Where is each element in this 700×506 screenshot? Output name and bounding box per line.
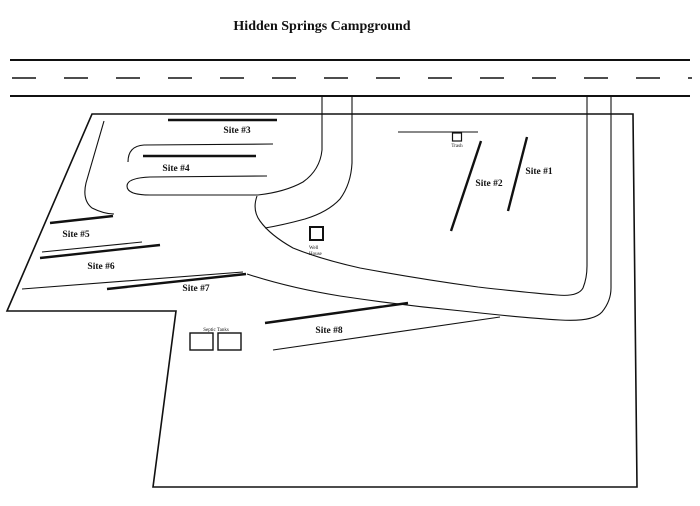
site-1-pad [506,136,529,212]
septic-tank-2-square [217,332,242,351]
site-7-driveway-line [21,271,244,290]
site-8-label: Site #8 [315,326,342,336]
site-7-pad [106,272,247,291]
septic-tanks-label: Septic Tanks [203,328,229,333]
site-6-driveway-line [41,241,143,253]
site-5-label: Site #5 [62,230,89,240]
site-5-pad [49,214,114,225]
site-8-driveway-line [272,316,501,351]
main-road-north-edge [254,96,588,296]
site-6-pad [39,243,161,260]
site-7-label: Site #7 [182,284,209,294]
site-4-label: Site #4 [162,164,189,174]
site-2-label: Site #2 [475,179,502,189]
center-entrance-east-edge [264,96,353,229]
site-2-pad [449,140,483,232]
site-6-label: Site #6 [87,262,114,272]
site-3-label: Site #3 [223,126,250,136]
site-8-pad [264,301,409,325]
site-1-label: Site #1 [525,167,552,177]
property-boundary [5,113,638,488]
well-house-label-line2: House [309,252,323,257]
well-house-square [309,226,324,241]
loop-road-upper-edge [127,143,274,163]
main-road-south-edge [246,96,612,321]
trash-label: Trash [451,144,463,149]
septic-tank-1-square [189,332,214,351]
trash-bin-square [451,132,463,142]
center-entrance-west-edge [257,96,323,196]
west-driveway-curve [84,120,115,215]
well-house-label-line1: Well [309,246,319,251]
loop-road-inner-turnaround [126,175,268,196]
map-title: Hidden Springs Campground [233,19,410,34]
